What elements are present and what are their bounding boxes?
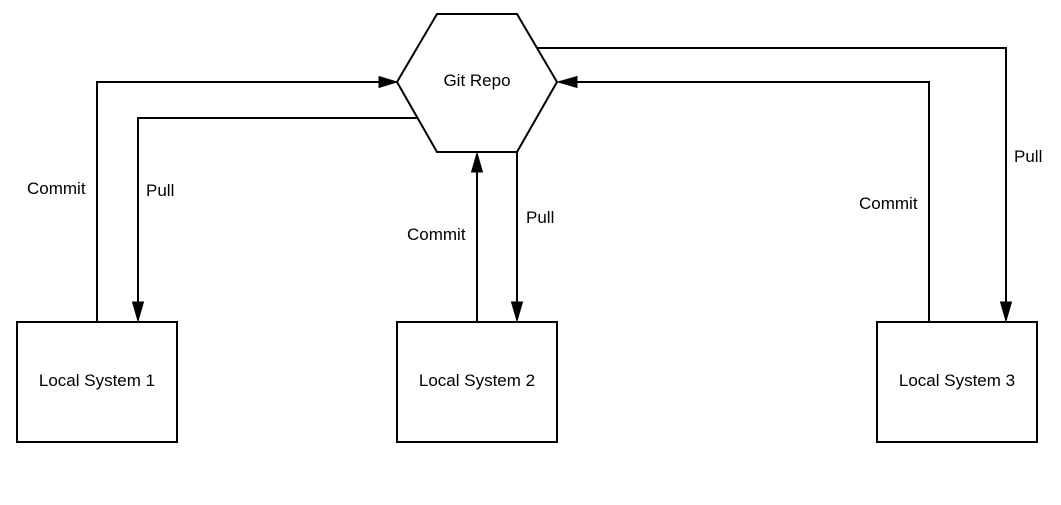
arrowhead <box>378 75 399 89</box>
system-1-pull-edge[interactable] <box>131 117 418 323</box>
system-1-commit-edge[interactable] <box>96 75 399 323</box>
system-3-pull-edge[interactable] <box>537 47 1013 323</box>
local-system-1-label: Local System 1 <box>39 371 155 390</box>
local-system-3-label: Local System 3 <box>899 371 1015 390</box>
local-system-2-node[interactable] <box>396 321 558 443</box>
arrowhead <box>131 301 145 323</box>
arrowhead <box>510 301 524 323</box>
system-3-pull-label: Pull <box>1014 147 1042 166</box>
system-2-pull-edge[interactable] <box>510 152 524 323</box>
system-2-pull-label: Pull <box>526 208 554 227</box>
arrowhead <box>470 151 484 173</box>
local-system-2-label: Local System 2 <box>419 371 535 390</box>
system-1-pull-label: Pull <box>146 181 174 200</box>
system-2-commit-label: Commit <box>407 225 466 244</box>
arrowhead <box>999 301 1013 323</box>
system-2-commit-edge[interactable] <box>470 151 484 322</box>
system-1-commit-label: Commit <box>27 179 86 198</box>
git-repo-label: Git Repo <box>443 71 510 90</box>
system-3-commit-edge[interactable] <box>556 75 930 323</box>
local-system-1-node[interactable] <box>16 321 178 443</box>
system-3-commit-label: Commit <box>859 194 918 213</box>
arrowhead <box>556 75 578 89</box>
local-system-3-node[interactable] <box>876 321 1038 443</box>
